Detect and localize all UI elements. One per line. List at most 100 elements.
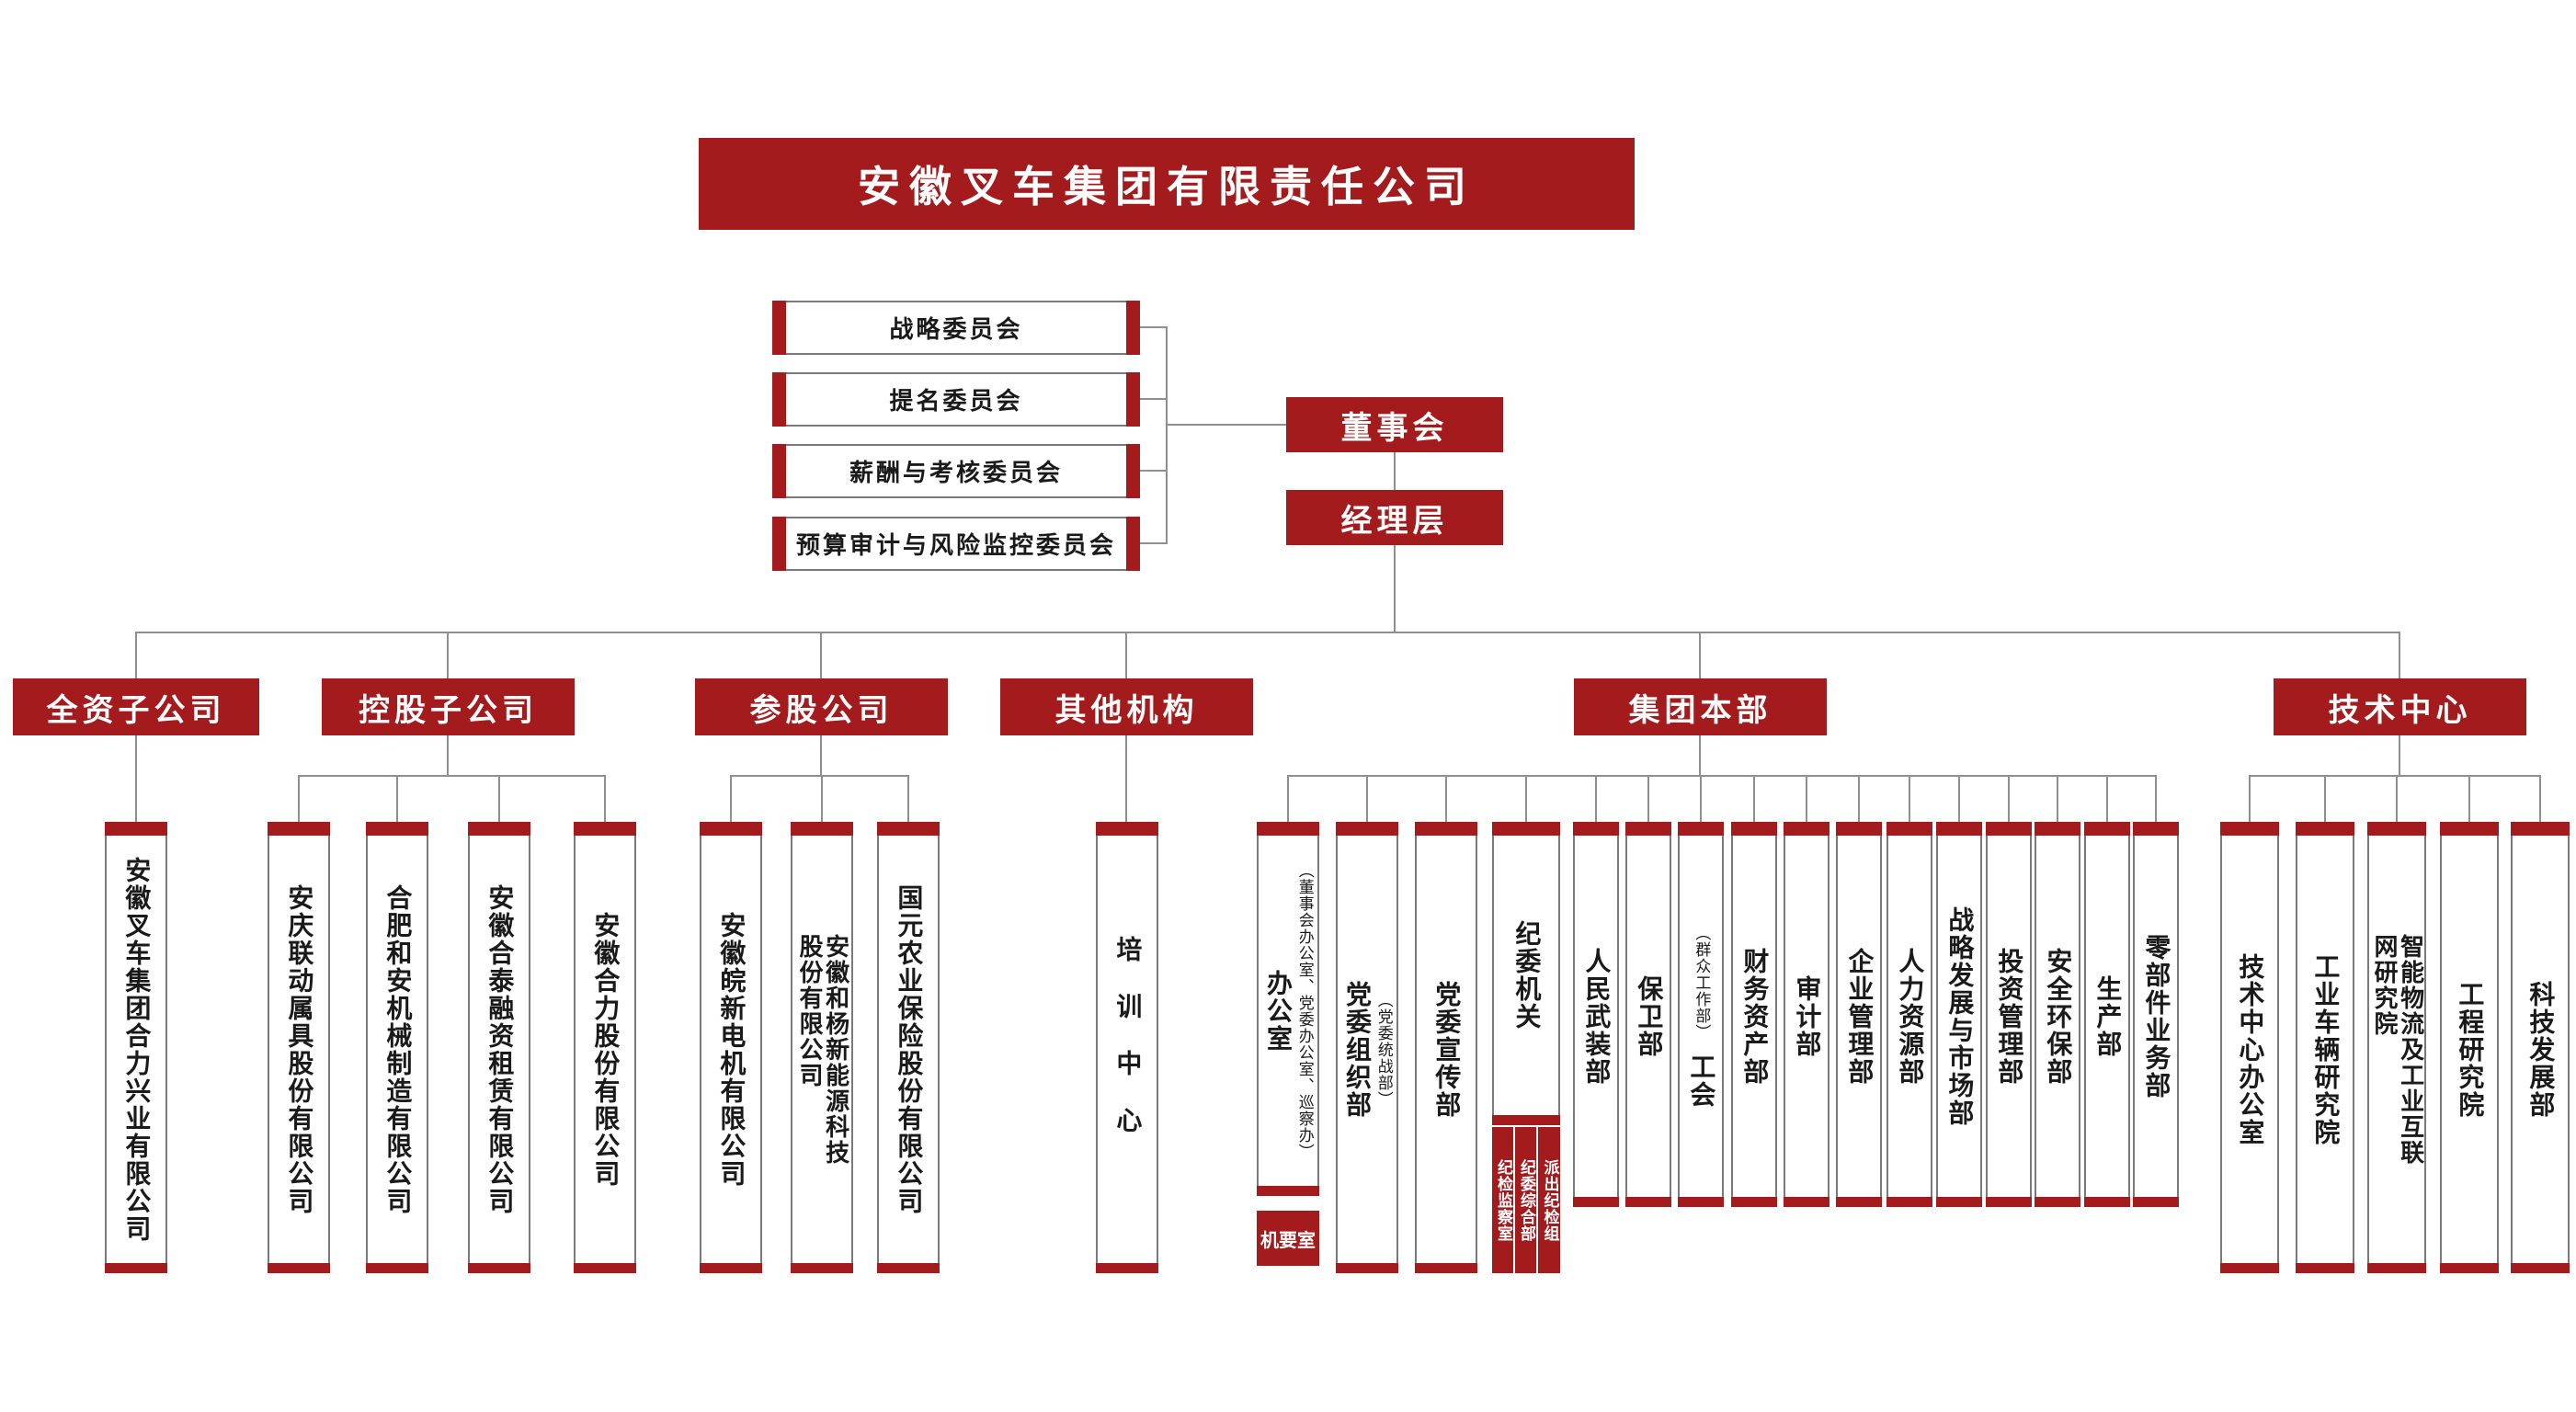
department-name: 人力资源部 (1895, 947, 1926, 1086)
hq-dept-labor-union: （群众工作部） 工会 (1678, 822, 1724, 1207)
hq-subdept-discipline-general: 纪委综合部 (1515, 1127, 1536, 1273)
hq-dept-parts-business: 零部件业务部 (2133, 822, 2179, 1207)
hq-dept-party-propaganda: 党委宣传部 (1415, 822, 1477, 1273)
hq-dept-strategy-market: 战略发展与市场部 (1936, 822, 1982, 1207)
committee-box-audit-risk: 预算审计与风险监控委员会 (772, 517, 1140, 571)
company-name: 国元农业保险股份有限公司 (894, 883, 925, 1215)
branch-other: 其他机构 (1000, 678, 1253, 735)
connector-line (820, 735, 822, 776)
connector-line (1287, 775, 2157, 777)
committee-box-remuneration: 薪酬与考核委员会 (772, 444, 1140, 498)
connector-line (604, 776, 606, 822)
branch-label: 其他机构 (1054, 691, 1199, 729)
connector-line (135, 632, 2400, 633)
connector-line (730, 776, 732, 822)
department-name: 党委组织部 (1342, 980, 1373, 1119)
connector-line (1140, 470, 1167, 472)
connector-line (2399, 632, 2400, 678)
holding-company-box-3: 安徽合泰融资租赁有限公司 (468, 822, 530, 1273)
department-name: 纪委机关 (1511, 920, 1543, 1031)
connector-line (1595, 776, 1597, 822)
connector-line (447, 735, 449, 776)
hq-dept-enterprise-management: 企业管理部 (1836, 822, 1882, 1207)
hq-dept-audit: 审计部 (1784, 822, 1829, 1207)
branch-wholly-owned: 全资子公司 (13, 678, 259, 735)
committee-label: 提名委员会 (889, 388, 1023, 416)
branch-label: 技术中心 (2328, 691, 2472, 729)
branch-label: 参股公司 (749, 691, 894, 729)
connector-line (1700, 776, 1702, 822)
board-box: 董事会 (1286, 397, 1503, 452)
branch-label: 集团本部 (1628, 691, 1772, 729)
connector-line (2249, 776, 2251, 822)
connector-line (2396, 776, 2398, 822)
connector-line (1858, 776, 1860, 822)
connector-line (1699, 632, 1701, 678)
company-name: 安徽合泰融资租赁有限公司 (484, 883, 516, 1215)
board-label: 董事会 (1340, 409, 1449, 447)
connector-line (447, 632, 449, 678)
connector-line (1394, 452, 1396, 490)
connector-line (298, 775, 606, 777)
company-title-banner: 安徽叉车集团有限责任公司 (699, 138, 1635, 230)
training-center-box: 培训中心 (1096, 822, 1158, 1273)
department-name: 培训中心 (1112, 935, 1144, 1164)
company-name: 安徽合力股份有限公司 (590, 911, 621, 1188)
engineering-institute-box: 工程研究院 (2440, 822, 2499, 1273)
hq-subdept-dispatched-discipline-group: 派出纪检组 (1538, 1127, 1560, 1273)
department-name: 安全环保部 (2043, 947, 2074, 1086)
department-name: 科技发展部 (2525, 980, 2557, 1119)
company-name: 安徽叉车集团合力兴业有限公司 (121, 856, 153, 1243)
wholly-owned-company-box: 安徽叉车集团合力兴业有限公司 (105, 822, 167, 1273)
hq-dept-office: 办公室 （董事会办公室、党委办公室、巡察办） (1257, 822, 1319, 1196)
branch-label: 控股子公司 (359, 691, 538, 729)
industrial-vehicle-institute-box: 工业车辆研究院 (2296, 822, 2354, 1273)
company-name: 安徽皖新电机有限公司 (716, 911, 747, 1188)
department-name: 派出纪检组 (1540, 1158, 1559, 1242)
committee-label: 薪酬与考核委员会 (849, 460, 1063, 487)
department-name: 审计部 (1792, 974, 1823, 1058)
department-name: 智能物流及工业互联网研究院 (2370, 933, 2424, 1166)
connector-line (1394, 545, 1396, 632)
department-note: （群众工作部） (1692, 924, 1711, 1041)
department-name: 生产部 (2092, 974, 2124, 1058)
hq-dept-investment-management: 投资管理部 (1986, 822, 2032, 1207)
connector-line (2057, 776, 2058, 822)
department-note: （董事会办公室、党委办公室、巡察办） (1294, 861, 1314, 1160)
hq-dept-safety-environment: 安全环保部 (2035, 822, 2080, 1207)
department-name: 机要室 (1260, 1228, 1316, 1251)
connector-line (1166, 424, 1286, 426)
hq-dept-discipline-commission: 纪委机关 (1492, 822, 1560, 1125)
department-name: 党委宣传部 (1431, 980, 1463, 1119)
connector-line (1140, 398, 1167, 400)
connector-line (1525, 776, 1527, 822)
connector-line (2399, 735, 2400, 776)
tech-development-dept-box: 科技发展部 (2511, 822, 2570, 1273)
connector-line (1958, 776, 1960, 822)
connector-line (1753, 776, 1755, 822)
hq-dept-production: 生产部 (2084, 822, 2130, 1207)
equity-company-box-1: 安徽皖新电机有限公司 (700, 822, 762, 1273)
management-label: 经理层 (1340, 502, 1449, 540)
connector-line (1366, 776, 1368, 822)
connector-line (1166, 326, 1168, 544)
department-name: 工程研究院 (2455, 980, 2486, 1119)
connector-line (820, 632, 822, 678)
company-name: 安庆联动属具股份有限公司 (284, 883, 315, 1215)
hq-dept-party-organization: 党委组织部 （党委统战部） (1336, 822, 1398, 1273)
department-name: 人民武装部 (1581, 947, 1613, 1086)
equity-company-box-3: 国元农业保险股份有限公司 (877, 822, 940, 1273)
committee-label: 预算审计与风险监控委员会 (795, 532, 1116, 560)
department-name: 投资管理部 (1994, 947, 2025, 1086)
connector-line (498, 776, 500, 822)
connector-line (1806, 776, 1807, 822)
committee-label: 战略委员会 (889, 316, 1023, 344)
committee-box-strategy: 战略委员会 (772, 301, 1140, 355)
smart-logistics-institute-box: 智能物流及工业互联网研究院 (2367, 822, 2426, 1273)
connector-line (298, 776, 300, 822)
branch-equity: 参股公司 (695, 678, 948, 735)
connector-line (1647, 776, 1649, 822)
hq-subdept-confidential-office: 机要室 (1257, 1211, 1319, 1266)
connector-line (135, 735, 137, 822)
